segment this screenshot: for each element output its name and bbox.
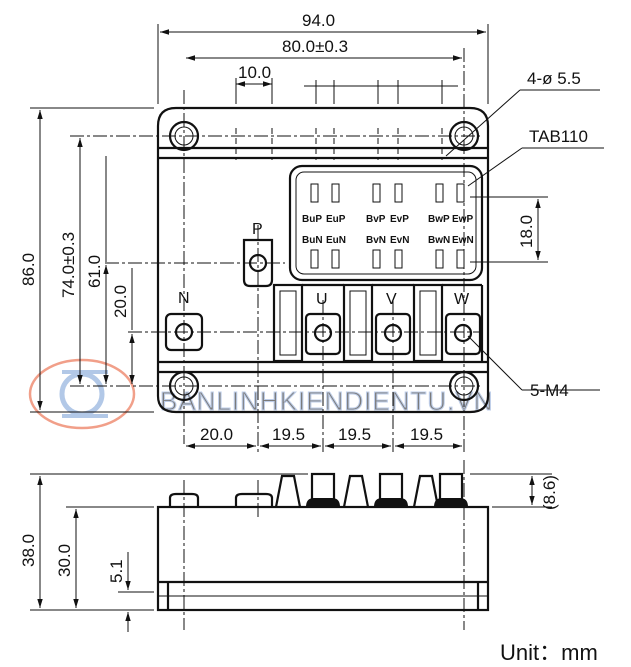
pin-label-bup: BuP [302,214,322,225]
dim-tab-spec: TAB110 [529,127,588,146]
pin-label-bun: BuN [302,235,323,246]
pin-label-bwn: BwN [428,235,450,246]
dim-n-to-u: 20.0 [200,425,233,444]
pin-label-eup: EuP [326,214,346,225]
unit-label: Unit：mm [500,640,598,665]
side-tab-2 [342,474,370,508]
tab-pitch-ticks [304,80,458,104]
tab-housing [288,164,484,282]
pin-label-bvn: BvN [366,235,386,246]
side-tab-1 [274,474,302,508]
dim-pin-pitch: 10.0 [238,63,271,82]
side-tab-3 [412,474,440,508]
side-terminal-p [234,492,274,507]
pin-label-ewp: EwP [452,214,473,225]
side-stud-w [434,472,468,507]
watermark-logo-icon [28,358,136,430]
tab-110-pins [310,183,465,269]
terminal-v-label: V [386,291,397,308]
side-stud-u [306,472,340,507]
dim-overall-width: 94.0 [302,11,335,30]
dim-n-height: 20.0 [111,285,130,318]
dim-tab-height: (8.6) [540,475,559,510]
pin-label-bwp: BwP [428,214,450,225]
dim-body-height: 30.0 [55,544,74,577]
hidden-lines-top [235,128,443,160]
side-view [156,460,490,630]
tab-housing-inner [295,171,477,275]
top-dimensions: 94.0 80.0±0.3 10.0 4-ø 5.5 TAB110 [157,11,604,187]
side-stud-v [374,472,408,507]
terminal-u-label: U [316,291,328,308]
dim-hole-spec: 4-ø 5.5 [527,69,581,88]
side-dimensions: 38.0 30.0 5.1 (8.6) [19,473,559,632]
dim-p-height: 61.0 [85,255,104,288]
top-view: BuP EuP BvP EvP BwP EwP BuN EuN BvN EvN … [70,48,490,452]
dim-screw-spec: 5-M4 [530,381,569,400]
dim-base-thickness: 5.1 [107,559,126,583]
pin-label-evp: EvP [390,214,409,225]
output-terminal-frame [272,283,484,363]
pin-label-bvp: BvP [366,214,386,225]
module-body [156,106,490,414]
terminal-p-block [242,238,274,288]
pin-label-eun: EuN [326,235,346,246]
dim-tab-rows: 18.0 [517,215,536,248]
centre-lines [70,48,480,452]
dim-v-to-w: 19.5 [338,425,371,444]
terminal-p-label: P [252,221,263,238]
pin-label-ewn: EwN [452,235,474,246]
terminal-w-screw [453,323,473,343]
watermark: BANLINHKIENDIENTU.VN [28,358,493,430]
terminal-w-label: W [454,291,470,308]
side-body [156,505,490,612]
right-dimensions: 18.0 5-M4 [467,196,600,400]
terminal-w-block [444,312,482,356]
dim-side-height: 38.0 [19,534,38,567]
pin-label-evn: EvN [390,235,409,246]
dim-u-to-v: 19.5 [272,425,305,444]
dim-overall-height: 86.0 [19,253,38,286]
terminal-spacing-dimensions: 20.0 19.5 19.5 19.5 [186,425,462,449]
dim-hole-vertical-pitch: 74.0±0.3 [59,232,78,298]
left-dimensions: 86.0 74.0±0.3 61.0 20.0 [19,107,154,413]
dim-w-to-hole: 19.5 [410,425,443,444]
dim-hole-pitch: 80.0±0.3 [282,37,348,56]
